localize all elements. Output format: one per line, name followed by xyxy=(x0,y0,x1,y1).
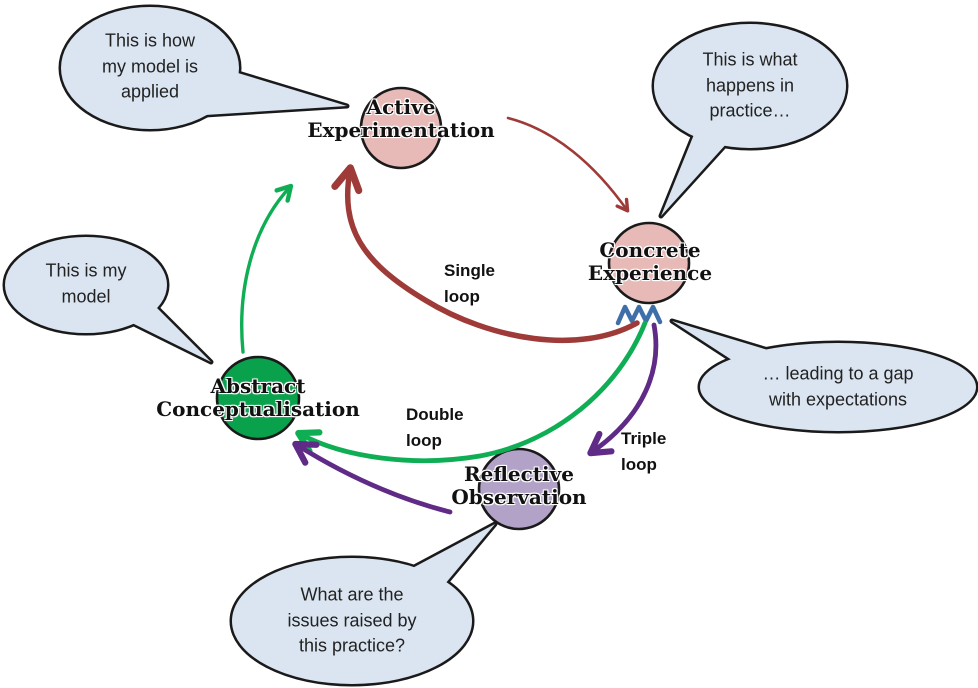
bubble-text-gap-with-expectations: … leading to a gap with expectations xyxy=(762,363,914,409)
gap-zigzag-mark xyxy=(615,304,663,326)
speech-bubble-issues-raised xyxy=(229,521,498,687)
triple-loop-label: Triple loop xyxy=(621,429,667,474)
arrow-triple-loop-to-reflective xyxy=(587,322,659,457)
bubble-text-happens-in-practice: This is what happens in practice… xyxy=(702,49,798,121)
reflective-observation-circle xyxy=(477,447,561,531)
bubble-text-my-model: This is my model xyxy=(45,260,127,306)
arrow-abstract-to-active xyxy=(240,183,294,354)
speech-bubble-model-applied xyxy=(58,4,350,132)
arrow-active-to-concrete xyxy=(506,116,630,213)
concrete-experience-label: Concrete Experience xyxy=(587,238,713,285)
arrow-double-loop xyxy=(295,320,648,464)
speech-bubble-gap-with-expectations xyxy=(669,318,978,434)
abstract-conceptualisation-circle xyxy=(215,355,301,441)
bubble-text-model-applied: This is how my model is applied xyxy=(101,30,199,102)
single-loop-label: Single loop xyxy=(444,261,496,306)
arrow-single-loop xyxy=(331,164,640,344)
speech-bubble-my-model xyxy=(2,234,214,365)
abstract-conceptualisation-label: Abstract Conceptualisation xyxy=(156,374,360,421)
arrow-triple-loop-to-abstract xyxy=(292,440,453,515)
active-experimentation-circle xyxy=(359,86,443,170)
double-loop-label: Double loop xyxy=(406,405,464,450)
reflective-observation-label: Reflective Observation xyxy=(451,462,587,509)
active-experimentation-label: Active Experimentation xyxy=(307,95,495,142)
speech-bubble-happens-in-practice xyxy=(651,21,849,219)
bubble-text-issues-raised: What are the issues raised by this pract… xyxy=(287,584,417,656)
concrete-experience-circle xyxy=(607,221,691,305)
